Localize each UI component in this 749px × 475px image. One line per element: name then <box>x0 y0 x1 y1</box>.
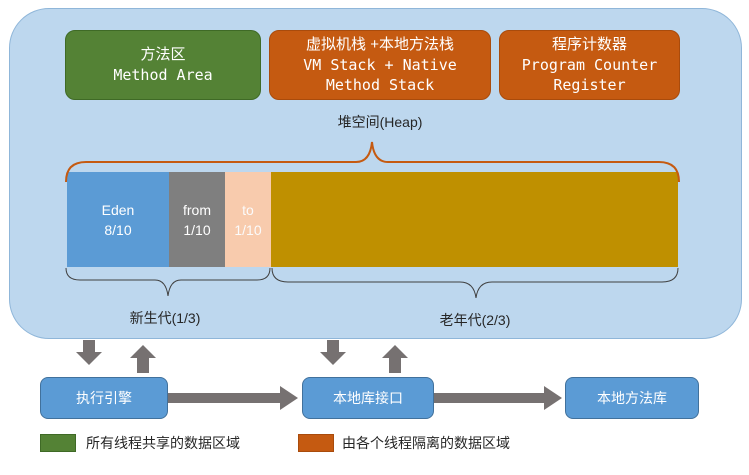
young-generation-label: 新生代(1/3) <box>129 310 201 326</box>
old-generation-label: 老年代(2/3) <box>439 312 511 328</box>
to-survivor-space: to 1/10 <box>225 172 271 267</box>
native-interface-box: 本地库接口 <box>302 377 434 419</box>
legend-isolated-swatch <box>298 434 334 452</box>
method-area-en-label: Method Area <box>113 66 213 84</box>
heap-label: 堆空间(Heap) <box>337 114 423 130</box>
to-name: to <box>242 201 254 218</box>
heap-brace <box>65 141 680 183</box>
arrow-right-icon <box>168 386 298 410</box>
from-ratio: 1/10 <box>183 221 211 238</box>
method-area-cn-label: 方法区 <box>140 46 186 63</box>
pc-register-en-label-1: Program Counter <box>521 56 658 74</box>
pc-register-box: 程序计数器 Program Counter Register <box>499 30 680 100</box>
method-area-box: 方法区 Method Area <box>65 30 261 100</box>
arrow-up-icon <box>130 345 156 373</box>
old-gen-bracket <box>271 267 679 299</box>
pc-register-cn-label: 程序计数器 <box>551 36 627 53</box>
pc-register-en-label-2: Register <box>553 76 626 94</box>
legend-isolated-label: 由各个线程隔离的数据区域 <box>342 435 510 451</box>
vm-stack-box: 虚拟机栈 +本地方法栈 VM Stack + Native Method Sta… <box>269 30 491 100</box>
arrow-down-icon <box>320 340 346 365</box>
vm-stack-cn-label: 虚拟机栈 +本地方法栈 <box>306 36 454 53</box>
execution-engine-box: 执行引擎 <box>40 377 168 419</box>
vm-stack-en-label-1: VM Stack + Native <box>303 56 457 74</box>
arrow-down-icon <box>76 340 102 365</box>
eden-ratio: 8/10 <box>104 221 132 238</box>
eden-space: Eden 8/10 <box>67 172 169 267</box>
from-name: from <box>183 201 211 218</box>
arrow-up-icon <box>382 345 408 373</box>
vm-stack-en-label-2: Method Stack <box>325 76 435 94</box>
legend-shared-swatch <box>40 434 76 452</box>
to-ratio: 1/10 <box>234 221 262 238</box>
arrow-right-icon <box>434 386 562 410</box>
eden-name: Eden <box>101 201 135 218</box>
old-generation-space <box>271 172 678 267</box>
from-survivor-space: from 1/10 <box>169 172 225 267</box>
young-gen-bracket <box>65 267 271 297</box>
legend-shared-label: 所有线程共享的数据区域 <box>86 435 240 451</box>
native-library-box: 本地方法库 <box>565 377 699 419</box>
